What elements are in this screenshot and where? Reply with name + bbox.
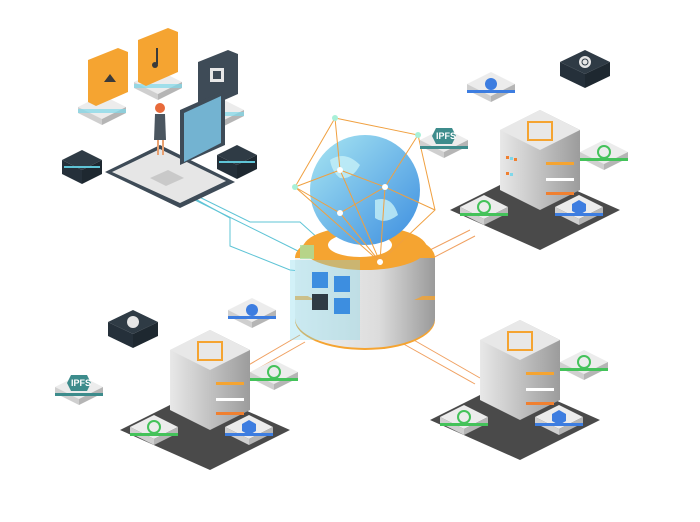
ipfs-label: IPFS — [71, 378, 91, 388]
server-cluster-bottom-left — [120, 330, 298, 470]
video-folder-icon — [198, 50, 238, 108]
document-icon — [527, 121, 553, 141]
swarm-tile-top — [467, 72, 515, 102]
ipfs-label: IPFS — [436, 131, 456, 141]
central-globe-hub — [290, 115, 436, 350]
dark-storage-node-left — [62, 150, 102, 184]
laptop-user-cluster — [62, 28, 257, 208]
person-figure — [154, 103, 166, 155]
connection-lines — [184, 189, 481, 385]
music-folder-icon — [138, 28, 178, 86]
dark-storage-node-right — [217, 145, 257, 179]
storj-tile — [555, 195, 603, 225]
arweave-node-bottom — [108, 310, 158, 348]
arweave-node-top — [560, 50, 610, 88]
server-cluster-top-right — [450, 110, 628, 250]
sia-tile — [580, 140, 628, 170]
laptop-icon — [105, 90, 235, 208]
ipfs-tile-left: IPFS — [55, 375, 103, 405]
server-cluster-bottom-right — [430, 320, 608, 460]
swarm-tile-bottom — [228, 298, 276, 328]
image-folder-icon — [88, 48, 128, 106]
ipfs-tile-top: IPFS — [420, 128, 468, 158]
filecoin-tile — [460, 195, 508, 225]
